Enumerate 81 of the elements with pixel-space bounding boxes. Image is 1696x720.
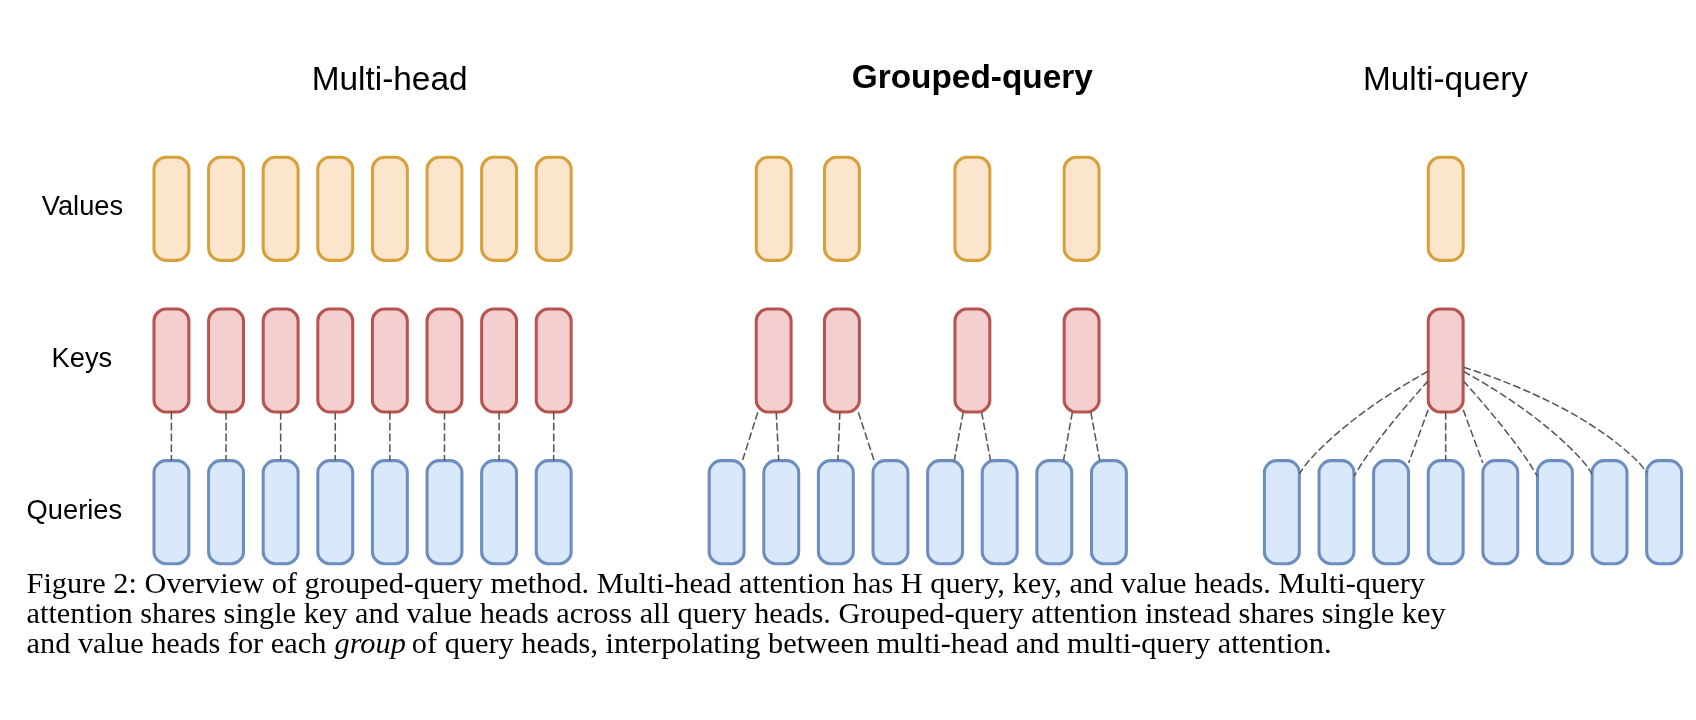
connector: [1298, 370, 1429, 475]
node-box: [370, 306, 409, 414]
connector: [1462, 379, 1539, 477]
label: Multi-head: [311, 59, 468, 97]
label: Queries: [26, 493, 123, 525]
node-box: [207, 458, 245, 565]
connector: [279, 411, 282, 461]
connector: [1462, 408, 1484, 464]
label: Grouped-query: [851, 57, 1093, 95]
connector: [389, 411, 391, 461]
node-box: [207, 306, 245, 414]
node-box: [1262, 458, 1301, 565]
node-box: [1426, 155, 1465, 262]
node-box: [152, 458, 191, 565]
node-box: [953, 155, 992, 262]
connector: [837, 411, 841, 461]
connector: [170, 411, 173, 461]
node-box: [480, 306, 519, 414]
node-box: [370, 458, 409, 565]
node-box: [425, 155, 464, 262]
node-box: [754, 306, 793, 414]
node-box: [152, 306, 191, 414]
node-box: [316, 458, 355, 565]
connector: [334, 411, 336, 461]
node-box: [871, 458, 910, 565]
node-box: [816, 458, 855, 565]
node-box: [207, 155, 245, 262]
node-box: [707, 458, 746, 565]
node-box: [1590, 458, 1629, 565]
node-box: [1062, 155, 1101, 262]
node-box: [534, 458, 573, 565]
connector: [1444, 411, 1447, 461]
label: Values: [41, 189, 124, 221]
node-box: [316, 306, 355, 414]
connector: [552, 411, 555, 461]
connector: [775, 411, 780, 461]
node-box: [1089, 458, 1128, 565]
node-box: [534, 155, 573, 262]
node-box: [261, 306, 300, 414]
node-box: [926, 458, 965, 565]
node-box: [480, 458, 519, 565]
node-box: [754, 155, 793, 262]
node-box: [1426, 458, 1465, 565]
node-box: [980, 458, 1019, 565]
connector: [1462, 370, 1593, 475]
connector: [1062, 411, 1074, 461]
connector: [741, 411, 759, 461]
connector: [953, 411, 964, 461]
node-box: [152, 155, 191, 262]
node-box: [370, 155, 409, 262]
node-box: [316, 155, 355, 262]
connector: [1353, 379, 1429, 477]
node-box: [261, 458, 300, 565]
node-box: [425, 458, 464, 565]
connector: [225, 411, 227, 461]
node-box: [1372, 458, 1411, 565]
node-box: [762, 458, 801, 565]
node-box: [261, 155, 300, 262]
caption: Figure 2: Overview of grouped-query method. Multi-head attention has H query, key, and value heads. Multi-query attention shares single key and value heads across all query heads. Grouped-query attention instead shares single key and value heads for each group of query heads, interpolating between multi-head and multi-query attention.: [26, 565, 1446, 660]
label: Multi-query: [1363, 59, 1529, 97]
node-box: [953, 306, 992, 414]
node-box: [1535, 458, 1574, 565]
connector: [443, 411, 446, 461]
node-box: [822, 155, 861, 262]
node-box: [1426, 306, 1465, 414]
node-box: [1317, 458, 1356, 565]
connector: [980, 411, 992, 461]
node-box: [1035, 458, 1074, 565]
node-box: [822, 306, 861, 414]
connector: [1462, 366, 1648, 473]
node-box: [1062, 306, 1101, 414]
node-box: [1645, 458, 1684, 565]
node-box: [425, 306, 464, 414]
node-box: [480, 155, 519, 262]
node-box: [1481, 458, 1520, 565]
label: Keys: [51, 341, 113, 373]
connector: [1407, 408, 1429, 464]
connector: [1090, 411, 1101, 461]
connector: [857, 411, 875, 461]
connector: [498, 411, 500, 461]
node-box: [534, 306, 573, 414]
